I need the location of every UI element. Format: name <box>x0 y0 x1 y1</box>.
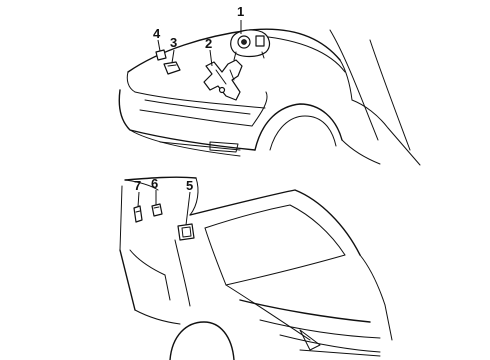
leader-7 <box>137 191 140 208</box>
leader-2 <box>209 49 213 67</box>
callout-4: 4 <box>153 26 161 41</box>
part-6-clip <box>151 203 163 217</box>
part-2-bracket <box>203 59 243 101</box>
leader-5 <box>185 191 191 226</box>
leader-3 <box>171 49 175 64</box>
callout-3: 3 <box>170 35 177 50</box>
rear-car-view <box>119 176 393 360</box>
part-4-clip <box>155 49 167 61</box>
callout-2: 2 <box>205 36 212 51</box>
callout-5: 5 <box>186 178 193 193</box>
leader-4 <box>157 39 161 52</box>
part-7-switch <box>133 205 143 223</box>
part-5-module <box>177 223 195 241</box>
part-1-unit <box>230 29 271 61</box>
callout-6: 6 <box>151 176 158 191</box>
front-car-view <box>118 28 421 166</box>
part-3-component <box>163 61 181 75</box>
callout-7: 7 <box>134 178 141 193</box>
callout-1: 1 <box>237 4 244 19</box>
